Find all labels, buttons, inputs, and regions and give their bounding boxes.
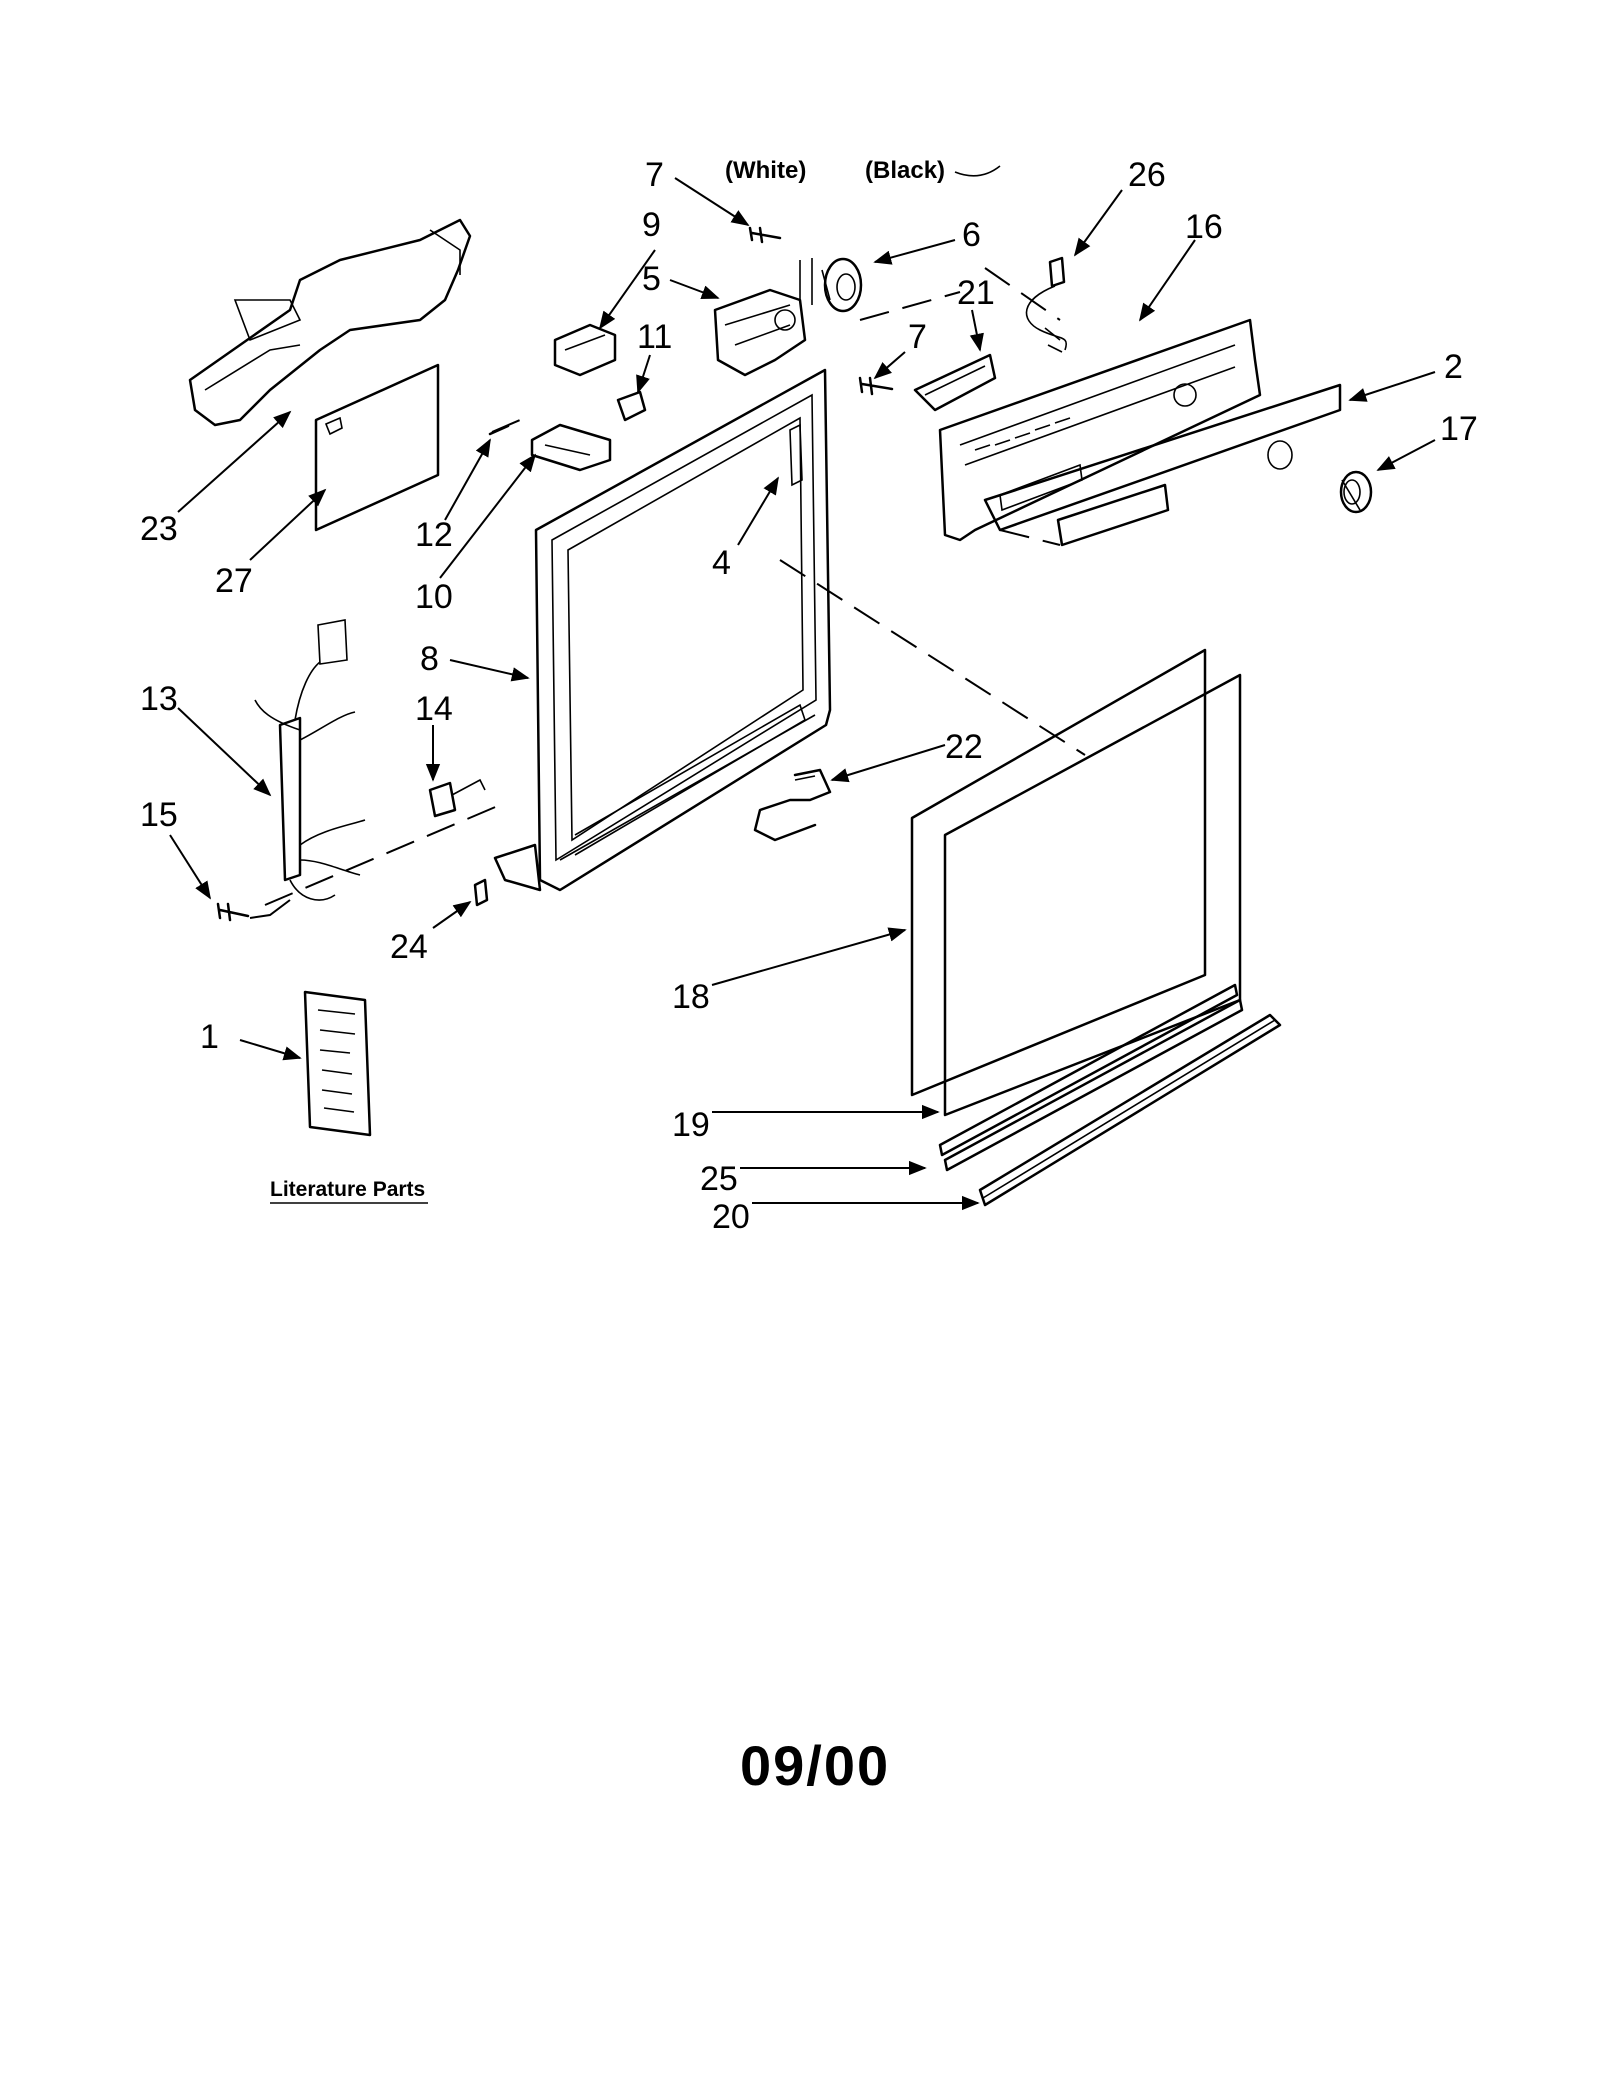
clip-part <box>473 878 489 907</box>
vent-housing-part <box>188 218 472 427</box>
callout-18: 18 <box>672 978 710 1016</box>
inner-door-frame-part <box>493 368 832 892</box>
screw-part-middle <box>858 376 894 396</box>
diagram-date: 09/00 <box>740 1734 890 1797</box>
wire-label-black: (Black) <box>865 157 945 184</box>
dash-line-26 <box>984 267 1061 321</box>
wire-harness-part <box>254 619 366 901</box>
leader-arrows <box>169 177 1436 1211</box>
screw-part-top <box>748 226 782 244</box>
screw-lead-line <box>249 899 291 919</box>
callout-14: 14 <box>415 690 453 728</box>
dash-line-panel <box>999 529 1061 546</box>
literature-booklet-part <box>303 990 372 1137</box>
callout-8: 8 <box>420 640 439 678</box>
callout-25: 25 <box>700 1160 738 1198</box>
gasket-panel-part <box>314 363 440 532</box>
callout-12: 12 <box>415 516 453 554</box>
latch-assembly-part <box>553 323 617 377</box>
callout-10: 10 <box>415 578 453 616</box>
callout-17: 17 <box>1440 410 1478 448</box>
callout-1: 1 <box>200 1018 219 1056</box>
callout-7-middle: 7 <box>908 318 927 356</box>
strike-part <box>616 390 647 422</box>
trim-strip-19-part <box>938 983 1239 1157</box>
hinge-bracket-part <box>753 768 832 842</box>
dash-line-knob <box>859 291 961 321</box>
callout-2: 2 <box>1444 348 1463 386</box>
callout-20: 20 <box>712 1198 750 1236</box>
callout-11: 11 <box>637 318 672 356</box>
callout-19: 19 <box>672 1106 710 1144</box>
control-module-part <box>913 353 997 412</box>
callout-15: 15 <box>140 796 178 834</box>
callout-27: 27 <box>215 562 253 600</box>
callout-6: 6 <box>962 216 981 254</box>
dash-line-door <box>779 559 1086 756</box>
connector-plug-part <box>428 778 486 818</box>
literature-parts-label: Literature Parts <box>270 1178 425 1201</box>
trim-strip-25-part <box>943 998 1244 1172</box>
callout-22: 22 <box>945 728 983 766</box>
callout-16: 16 <box>1185 208 1223 246</box>
callout-13: 13 <box>140 680 178 718</box>
trim-strip-20-part <box>978 1013 1282 1207</box>
callout-21: 21 <box>957 274 995 312</box>
wire-label-white: (White) <box>725 157 806 184</box>
control-knob-part <box>1339 470 1373 514</box>
screw-part-bottom <box>216 902 250 922</box>
callout-5: 5 <box>642 260 661 298</box>
dash-line-12 <box>491 419 521 433</box>
wire-curve <box>954 165 1001 177</box>
timer-switch-part <box>713 258 813 377</box>
callout-9: 9 <box>642 206 661 244</box>
knob-gear-part <box>821 257 863 313</box>
callout-7-top: 7 <box>645 156 664 194</box>
wire-connector-part <box>1025 256 1067 353</box>
outer-door-panel-part <box>910 648 1242 1117</box>
console-overlay-part <box>983 383 1342 547</box>
callout-24: 24 <box>390 928 428 966</box>
control-panel-part <box>938 318 1262 542</box>
latch-housing-part <box>530 423 612 472</box>
callout-4: 4 <box>712 544 731 582</box>
callout-26: 26 <box>1128 156 1166 194</box>
callout-23: 23 <box>140 510 178 548</box>
